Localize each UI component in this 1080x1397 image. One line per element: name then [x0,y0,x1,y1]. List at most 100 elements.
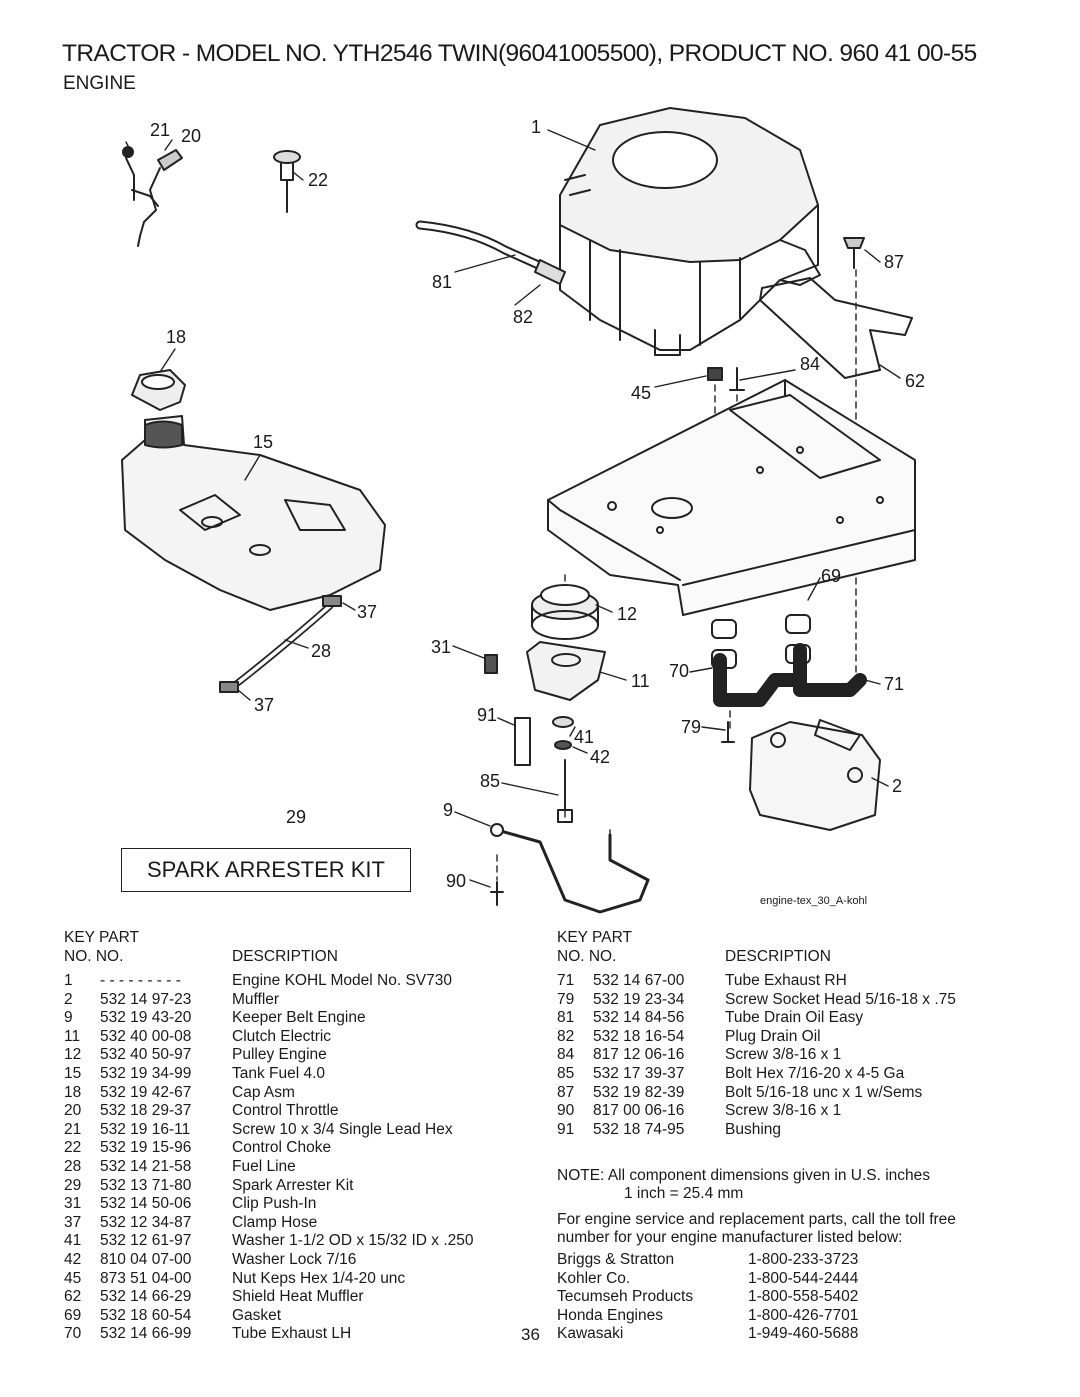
callout-label: 42 [590,747,610,767]
cell-part: 810 04 07-00 [100,1250,192,1268]
cell-desc: Pulley Engine [232,1046,327,1064]
keeper-belt-illustration [495,828,650,914]
manufacturer-name: Kohler Co. [557,1269,631,1287]
manufacturer-row: Briggs & Stratton 1-800-233-3723 [557,1251,1017,1270]
cell-key: 15 [64,1064,82,1082]
callout-label: 82 [513,307,533,327]
cell-part: 532 18 60-54 [100,1306,192,1324]
cell-part: 532 13 71-80 [100,1176,192,1194]
callout-label: 91 [477,705,497,725]
callout-label: 37 [254,695,274,715]
clamp-illustration [322,595,342,607]
cell-key: 2 [64,990,73,1008]
cell-desc: Cap Asm [232,1083,295,1101]
cell-key: 12 [64,1046,82,1064]
callout-label: 90 [446,871,466,891]
cell-key: 91 [557,1120,575,1138]
manufacturer-phone: 1-800-233-3723 [748,1251,859,1268]
dimension-note: NOTE: All component dimensions given in … [557,1167,931,1184]
cell-desc: Shield Heat Muffler [232,1288,364,1306]
cell-part: 532 19 82-39 [593,1083,685,1101]
cell-key: 81 [557,1009,575,1027]
callout-label: 15 [253,432,273,452]
drain-plug-illustration [534,259,566,285]
callout-label: 29 [286,807,306,827]
cell-part: 873 51 04-00 [100,1269,192,1287]
clip-illustration [484,654,498,674]
manufacturer-name: Kawasaki [557,1325,624,1343]
table-row: 12 532 40 50-97 Pulley Engine [64,1046,524,1065]
cell-part: 532 14 66-29 [100,1288,192,1306]
callout-label: 11 [631,671,650,691]
chassis-plate-illustration [547,379,916,616]
cell-key: 45 [64,1269,82,1287]
fuel-cap-illustration [131,369,186,411]
callout-label: 45 [631,383,651,403]
cell-key: 9 [64,1009,73,1027]
cell-desc: Clip Push-In [232,1195,317,1213]
callout-label: 12 [617,604,637,624]
cell-desc: Engine KOHL Model No. SV730 [232,972,452,989]
cell-desc: Washer 1-1/2 OD x 15/32 ID x .250 [232,1232,474,1250]
pulley-illustration [531,584,599,640]
clutch-illustration [526,641,606,701]
cell-desc: Screw 3/8-16 x 1 [725,1102,842,1120]
key-part-header: KEY PART [64,929,139,946]
exhaust-tube-illustration [713,643,807,707]
cell-part: 532 40 50-97 [100,1046,192,1064]
cell-key: 1 [64,972,73,989]
service-note-2: number for your engine manufacturer list… [557,1229,903,1246]
callout-label: 81 [432,272,452,292]
image-code: engine-tex_30_A-kohl [760,895,868,907]
table-row: 45 873 51 04-00 Nut Keps Hex 1/4-20 unc [64,1270,524,1289]
cell-key: 41 [64,1232,82,1250]
cell-part: 532 14 84-56 [593,1009,685,1027]
callout-label: 84 [800,354,820,374]
muffler-illustration [749,719,881,831]
cell-key: 11 [64,1027,81,1045]
cell-part: 532 12 61-97 [100,1232,192,1250]
spark-arrester-kit-label: SPARK ARRESTER KIT [121,848,411,892]
no-header: NO. NO. [64,948,124,965]
table-row: 41 532 12 61-97 Washer 1-1/2 OD x 15/32 ID… [64,1232,524,1251]
cell-part: 532 19 15-96 [100,1139,192,1157]
key-part-header: KEY PART [557,929,632,946]
cell-key: 85 [557,1064,575,1082]
nut-illustration [707,367,723,381]
manufacturer-row: Kohler Co.1-800-544-2444 [557,1270,1017,1289]
callout-label: 37 [357,602,377,622]
manufacturer-name: Briggs & Stratton [557,1251,675,1268]
callout-label: 21 [150,120,170,140]
cell-part: 532 18 74-95 [593,1120,685,1138]
cell-desc: Screw Socket Head 5/16-18 x .75 [725,990,956,1008]
cell-key: 90 [557,1102,575,1120]
cell-part: 532 19 42-67 [100,1083,192,1101]
cell-key: 21 [64,1120,82,1138]
cell-desc: Nut Keps Hex 1/4-20 unc [232,1269,406,1287]
cell-part: 817 12 06-16 [593,1046,685,1064]
cell-desc: Control Choke [232,1139,332,1157]
cell-desc: Washer Lock 7/16 [232,1250,357,1268]
engine-parts-diagram: 1 20 21 22 87 81 82 18 84 45 62 15 69 12… [121,107,925,914]
cell-desc: Bushing [725,1120,782,1138]
clamp-illustration [219,681,239,693]
cell-part: 532 19 34-99 [100,1064,192,1082]
cell-desc: Spark Arrester Kit [232,1176,354,1194]
description-header: DESCRIPTION [232,948,338,965]
bushing-illustration [514,717,531,766]
cell-desc: Control Throttle [232,1102,339,1120]
cell-part: 532 18 29-37 [100,1102,192,1120]
cell-part: 532 17 39-37 [593,1064,685,1082]
